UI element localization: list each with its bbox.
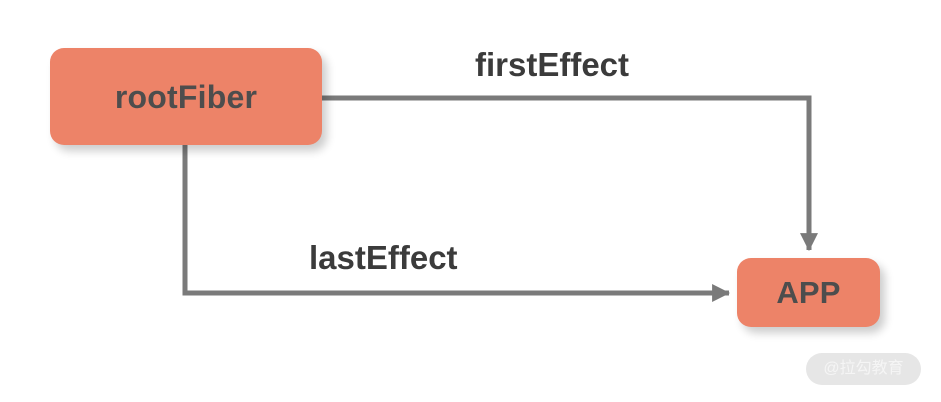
- node-rootfiber-label: rootFiber: [114, 78, 258, 115]
- watermark-text: @拉勾教育: [823, 360, 904, 377]
- watermark-badge: @拉勾教育: [806, 353, 921, 385]
- node-app[interactable]: APP: [737, 258, 880, 327]
- edge-label-last-effect: lastEffect: [309, 239, 458, 276]
- node-rootfiber[interactable]: rootFiber: [50, 48, 322, 145]
- edge-last-effect: [182, 145, 731, 302]
- edge-label-first-effect: firstEffect: [475, 46, 630, 83]
- edge-first-effect: [322, 95, 818, 252]
- node-app-label: APP: [776, 275, 841, 310]
